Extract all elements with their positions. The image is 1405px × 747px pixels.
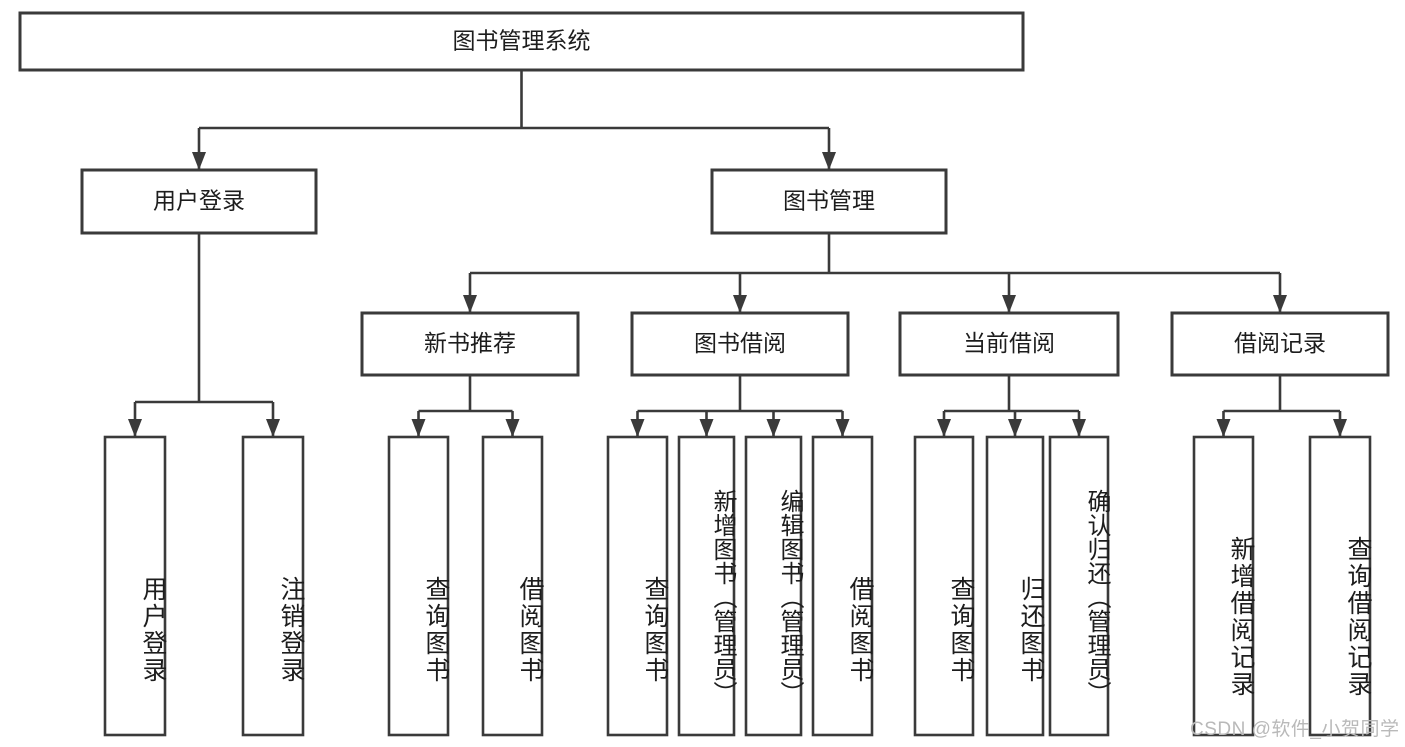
node-leaf-box-10[interactable] <box>1048 435 1110 737</box>
node-level3-label-0: 新书推荐 <box>424 330 516 356</box>
node-leaf-box-3[interactable] <box>481 435 544 737</box>
node-level3-label-2: 当前借阅 <box>963 330 1055 356</box>
node-level3-box-1[interactable] <box>630 311 850 377</box>
node-level3-box-0[interactable] <box>360 311 580 377</box>
group-2-arrow-0 <box>630 419 645 437</box>
node-level3-label-1: 图书借阅 <box>694 330 786 356</box>
group-3-arrow-1 <box>1008 419 1022 437</box>
node-leaf-box-1[interactable] <box>241 435 305 737</box>
node-boxes-layer <box>18 11 1390 737</box>
group-1-arrow-1 <box>505 419 520 437</box>
connector-edges-layer <box>128 70 1347 437</box>
node-root-label: 图书管理系统 <box>453 28 591 54</box>
root-to-level2-arrow-0 <box>192 152 206 170</box>
node-leaf-box-7[interactable] <box>811 435 874 737</box>
group-2-arrow-2 <box>766 419 781 437</box>
group-2-arrow-3 <box>835 419 850 437</box>
group-4-arrow-1 <box>1333 419 1347 437</box>
csdn-watermark: CSDN @软件_小贺同学 <box>1190 719 1400 740</box>
node-leaf-box-9[interactable] <box>985 435 1045 737</box>
node-level2-label-0: 用户登录 <box>153 188 245 214</box>
group-0-arrow-0 <box>128 419 142 437</box>
node-level3-box-2[interactable] <box>898 311 1120 377</box>
node-leaf-box-6[interactable] <box>744 435 803 737</box>
node-leaf-box-8[interactable] <box>913 435 975 737</box>
group-1-arrow-0 <box>411 419 426 437</box>
bookmgmt-to-level3-arrow-3 <box>1273 295 1287 313</box>
node-level3-label-3: 借阅记录 <box>1234 330 1326 356</box>
group-4-arrow-0 <box>1216 419 1231 437</box>
node-level3-box-3[interactable] <box>1170 311 1390 377</box>
root-to-level2-arrow-1 <box>822 152 836 170</box>
node-level2-box-1[interactable] <box>710 168 948 235</box>
bookmgmt-to-level3-arrow-0 <box>463 295 477 313</box>
node-leaf-box-5[interactable] <box>677 435 736 737</box>
group-3-arrow-0 <box>937 419 951 437</box>
node-level2-label-1: 图书管理 <box>783 188 875 214</box>
node-leaf-box-12[interactable] <box>1308 435 1372 737</box>
group-3-arrow-2 <box>1072 419 1086 437</box>
node-leaf-box-4[interactable] <box>606 435 669 737</box>
node-leaf-box-0[interactable] <box>103 435 167 737</box>
node-leaf-box-2[interactable] <box>387 435 450 737</box>
node-level2-box-0[interactable] <box>80 168 318 235</box>
group-2-arrow-1 <box>699 419 714 437</box>
bookmgmt-to-level3-arrow-2 <box>1002 295 1016 313</box>
group-0-arrow-1 <box>266 419 280 437</box>
bookmgmt-to-level3-arrow-1 <box>733 295 747 313</box>
node-leaf-box-11[interactable] <box>1192 435 1255 737</box>
node-root-box[interactable] <box>18 11 1025 72</box>
